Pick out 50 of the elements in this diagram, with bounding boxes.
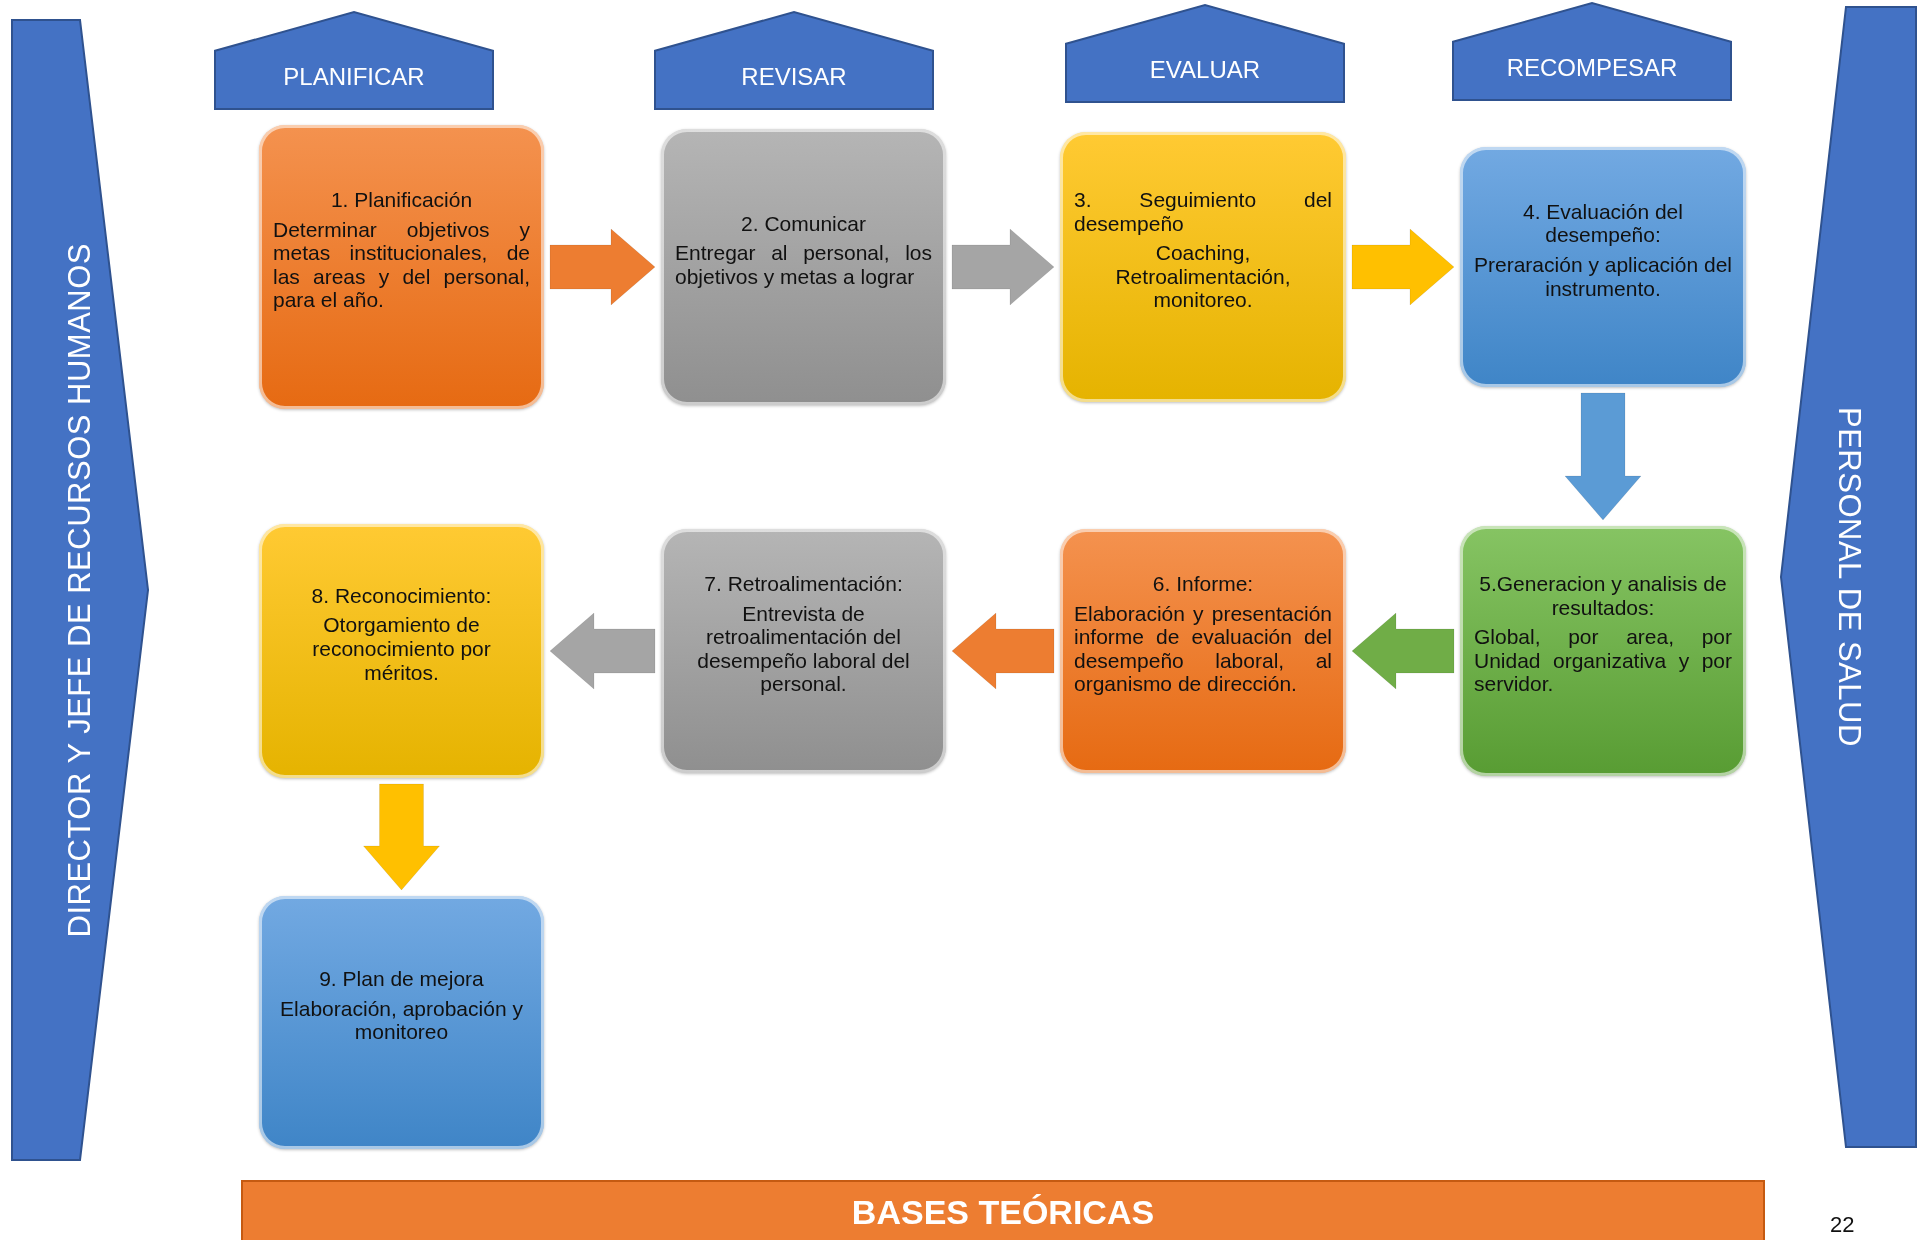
step-title: 5.Generacion y analisis de resultados: bbox=[1478, 572, 1728, 620]
footer-title: BASES TEÓRICAS bbox=[851, 1192, 1155, 1232]
phase-label: EVALUAR bbox=[1149, 56, 1261, 84]
footer-bar bbox=[241, 1180, 1765, 1240]
step-title: 9. Plan de mejora bbox=[318, 967, 485, 991]
block-arrow bbox=[951, 228, 1055, 306]
side-band bbox=[1781, 7, 1916, 1147]
block-arrow bbox=[549, 228, 656, 306]
step-title: 6. Informe: bbox=[1151, 572, 1255, 596]
phase-label: RECOMPESAR bbox=[1506, 54, 1678, 82]
step-title: 3. Seguimiento del desempeño bbox=[1074, 188, 1332, 236]
step-title: 4. Evaluación del desempeño: bbox=[1522, 199, 1684, 247]
phase-header bbox=[1453, 3, 1731, 100]
step-description: Elaboración, aprobación y monitoreo bbox=[279, 996, 524, 1044]
block-arrow bbox=[951, 612, 1055, 690]
side-band bbox=[12, 20, 148, 1160]
process-box bbox=[259, 524, 544, 778]
page-number: 22 bbox=[1830, 1212, 1855, 1238]
process-box bbox=[1060, 529, 1346, 773]
block-arrow bbox=[1564, 392, 1642, 521]
block-arrow bbox=[363, 783, 440, 891]
band-label: PERSONAL DE SALUD bbox=[1830, 407, 1867, 747]
process-box bbox=[661, 529, 946, 773]
process-box bbox=[1060, 132, 1346, 402]
band-label: DIRECTOR Y JEFE DE RECURSOS HUMANOS bbox=[62, 242, 98, 938]
block-arrow bbox=[1351, 612, 1455, 690]
phase-header bbox=[1066, 5, 1344, 102]
step-description: Coaching, Retroalimentación, monitoreo. bbox=[1114, 241, 1292, 312]
step-description: Entrevista de retroalimentación del desempeño laboral del personal. bbox=[696, 601, 911, 696]
process-box bbox=[259, 896, 544, 1149]
block-arrow bbox=[549, 612, 656, 690]
step-title: 2. Comunicar bbox=[740, 211, 867, 236]
step-description: Global, por area, por Unidad organizativa y por servidor. bbox=[1474, 625, 1732, 696]
step-title: 1. Planificación bbox=[329, 188, 474, 212]
phase-header bbox=[655, 12, 933, 109]
step-description: Elaboración y presentación informe de evaluación del desempeño laboral, al organismo de dirección. bbox=[1074, 601, 1332, 696]
process-box bbox=[661, 129, 946, 405]
step-description: Otorgamiento de reconocimiento por méritos. bbox=[311, 613, 492, 685]
step-description: Determinar objetivos y metas institucionales, de las areas y del personal, para el año. bbox=[273, 217, 530, 312]
block-arrow bbox=[1351, 228, 1455, 306]
phase-label: PLANIFICAR bbox=[283, 63, 425, 91]
phase-label: REVISAR bbox=[741, 63, 847, 91]
process-box bbox=[1460, 526, 1746, 776]
step-description: Preraración y aplicación del instrumento. bbox=[1474, 253, 1732, 301]
step-description: Entregar al personal, los objetivos y metas a lograr bbox=[675, 241, 932, 289]
step-title: 8. Reconocimiento: bbox=[310, 583, 493, 608]
phase-header bbox=[215, 12, 493, 109]
process-box bbox=[259, 125, 544, 409]
process-box bbox=[1460, 147, 1746, 387]
step-title: 7. Retroalimentación: bbox=[703, 572, 904, 596]
